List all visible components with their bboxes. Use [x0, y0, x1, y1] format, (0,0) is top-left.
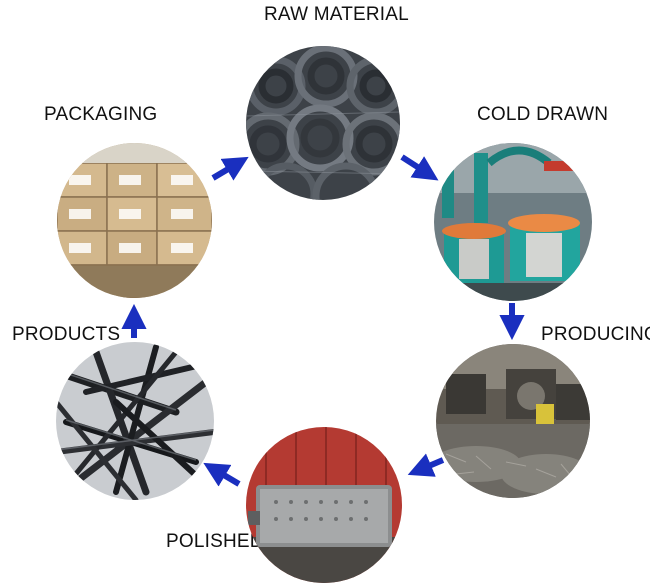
label-polished: POLISHED	[166, 531, 264, 552]
label-packaging: PACKAGING	[44, 104, 158, 125]
cold-drawn-photo	[434, 143, 592, 301]
arrow-icon	[203, 462, 241, 487]
label-cold-drawn: COLD DRAWN	[477, 104, 609, 125]
label-producing: PRODUCING	[541, 324, 650, 345]
polished-photo	[246, 427, 402, 583]
arrow-icon	[400, 154, 439, 181]
label-products: PRODUCTS	[12, 324, 121, 345]
label-raw-material: RAW MATERIAL	[264, 4, 409, 25]
arrow-icon	[407, 453, 445, 477]
products-photo	[56, 342, 214, 500]
arrow-icon	[211, 156, 249, 181]
